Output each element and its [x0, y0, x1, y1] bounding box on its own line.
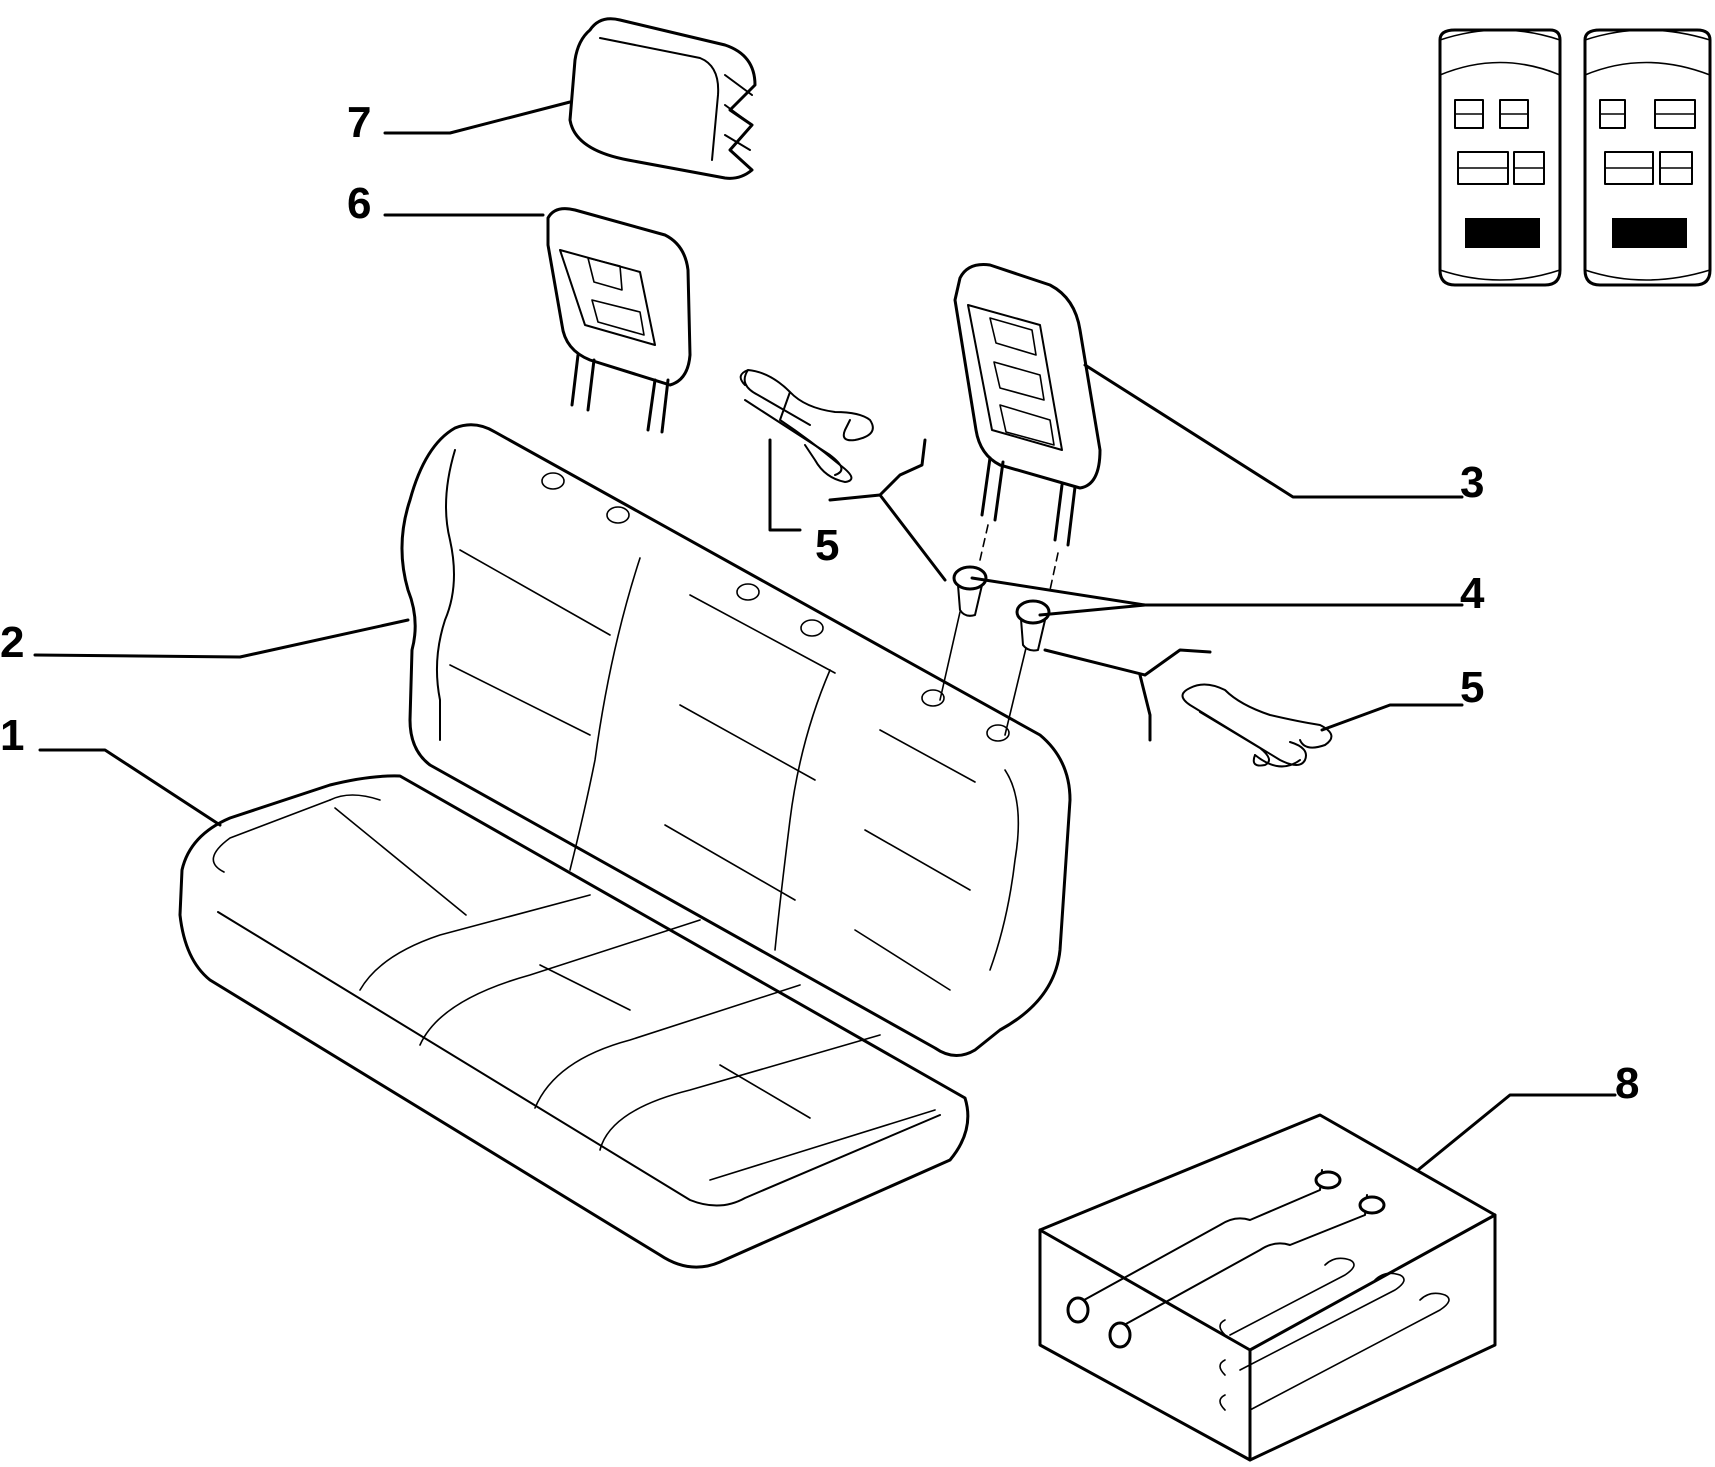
seat-backrest	[400, 423, 1072, 1057]
seat-cushion	[178, 774, 970, 1269]
headrest-guide-bushings	[939, 565, 1051, 736]
callout-labels: 1 2 3 4 5 5 6 7 8	[0, 98, 1639, 1108]
headrest-left	[546, 207, 692, 434]
trim-variant-right	[1583, 28, 1712, 287]
headrest-right	[953, 263, 1102, 591]
leader-lines	[33, 100, 1617, 1172]
callout-4: 4	[1460, 569, 1485, 618]
seat-heating-element	[1038, 1113, 1497, 1462]
callout-7: 7	[347, 98, 371, 147]
headrest-cover	[568, 17, 757, 180]
callout-3: 3	[1460, 458, 1484, 507]
clip-lower	[1181, 683, 1333, 768]
clip-upper	[739, 369, 874, 483]
callout-5-lower: 5	[1460, 663, 1484, 712]
callout-1: 1	[0, 711, 24, 760]
callout-5-upper: 5	[815, 521, 839, 570]
trim-variant-left	[1438, 28, 1562, 287]
callout-6: 6	[347, 179, 371, 228]
callout-2: 2	[0, 618, 24, 667]
callout-8: 8	[1615, 1059, 1639, 1108]
